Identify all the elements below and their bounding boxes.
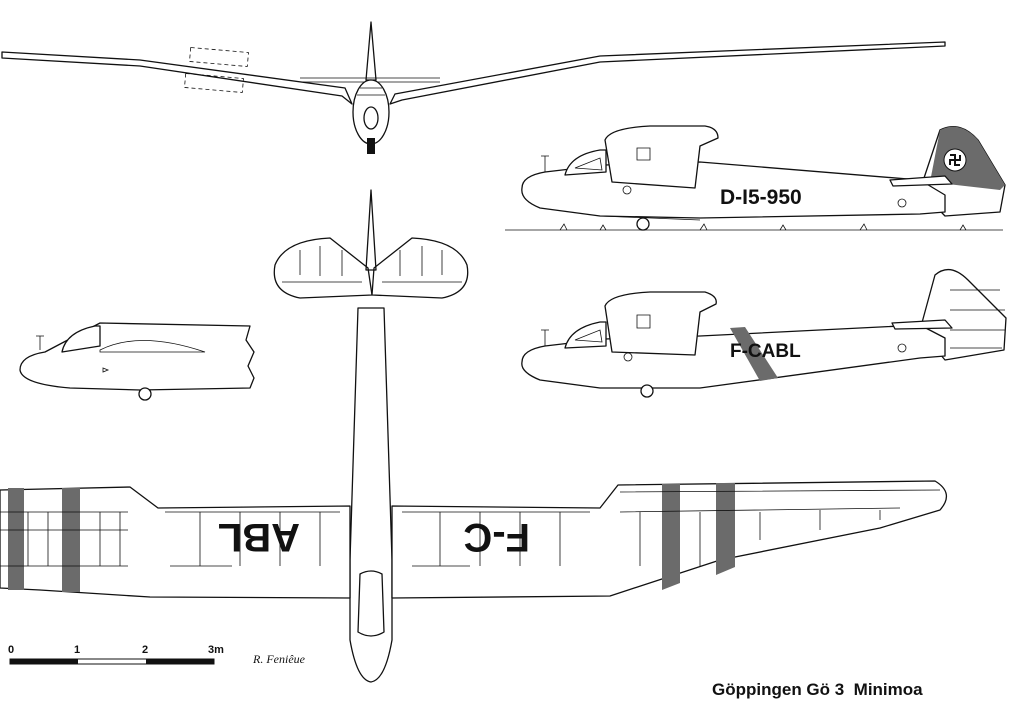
scale-bar-segment-3 [146, 659, 214, 664]
plan-wing-right-bands [662, 483, 735, 590]
scale-tick-0: 0 [8, 644, 14, 656]
plan-wing-right-ribs [619, 489, 941, 566]
front-nose [363, 106, 379, 130]
drawing-title: Göppingen Gö 3 Minimoa [712, 680, 923, 699]
ground-grass [559, 223, 967, 231]
plan-wing-right-spars [402, 511, 590, 567]
front-airbrake-upper [189, 47, 249, 67]
lower-canopy [564, 321, 607, 349]
upper-pitot [541, 155, 549, 172]
lower-hook [623, 352, 633, 362]
side-view-upper: D-I5-950 [505, 125, 1006, 231]
nose-detail-view [19, 322, 255, 401]
upper-canopy [564, 149, 607, 176]
plan-cockpit [357, 570, 385, 637]
upper-tailplane [889, 175, 953, 187]
plan-fin [365, 189, 377, 271]
front-canopy [357, 87, 385, 96]
front-fin [365, 21, 377, 81]
scale-bar: 0 1 2 3m [8, 644, 224, 665]
front-airbrake-lower [184, 73, 244, 93]
nose-wheel [138, 387, 152, 401]
upper-fin-emblem [949, 154, 961, 166]
front-left-wing [1, 51, 353, 105]
side-view-lower: F-CABL [521, 268, 1007, 398]
nose-fuselage [19, 322, 255, 391]
nose-cockpit-opening [99, 340, 206, 353]
scale-tick-1: 1 [74, 644, 80, 656]
upper-rear-mark [897, 198, 907, 208]
nose-hook [102, 367, 110, 373]
upper-wing-root [604, 125, 719, 189]
lower-tailplane [891, 319, 953, 330]
upper-wing-window [636, 147, 651, 161]
scale-bar-segment-1 [10, 659, 78, 664]
lower-rudder-ribs [950, 289, 1005, 349]
lower-band [730, 327, 778, 381]
plan-wing-right-registration: F-C [463, 515, 530, 559]
scale-tick-2: 2 [142, 644, 148, 656]
upper-wheel [636, 217, 650, 231]
upper-canopy-frame [574, 157, 603, 171]
upper-skid [599, 215, 701, 221]
plan-tailplane-right [371, 237, 469, 299]
lower-registration: F-CABL [730, 341, 801, 362]
lower-wing-window [636, 314, 651, 329]
lower-pitot [541, 329, 549, 346]
plan-view: ABL F-C [0, 189, 947, 683]
front-skid [367, 138, 375, 154]
lower-wheel [640, 384, 654, 398]
lower-canopy-frame [574, 329, 603, 343]
plan-wing-left-ribs [0, 511, 128, 567]
upper-registration: D-I5-950 [720, 186, 802, 209]
author-signature: R. Feniêue [252, 652, 306, 666]
lower-wing-root [604, 291, 717, 356]
nose-canopy [61, 325, 101, 353]
upper-hook [622, 185, 632, 195]
nose-pitot [36, 335, 44, 350]
front-right-wing [389, 41, 946, 105]
front-view [1, 21, 946, 154]
plan-tailplane-ribs [282, 246, 462, 283]
plan-tailplane-left [273, 237, 373, 299]
scale-tick-3: 3m [208, 644, 224, 656]
upper-fin-marking [930, 126, 1005, 190]
plan-wing-left-spars [165, 511, 340, 567]
plan-wing-left-registration: ABL [218, 515, 300, 559]
lower-rear-mark [897, 343, 907, 353]
